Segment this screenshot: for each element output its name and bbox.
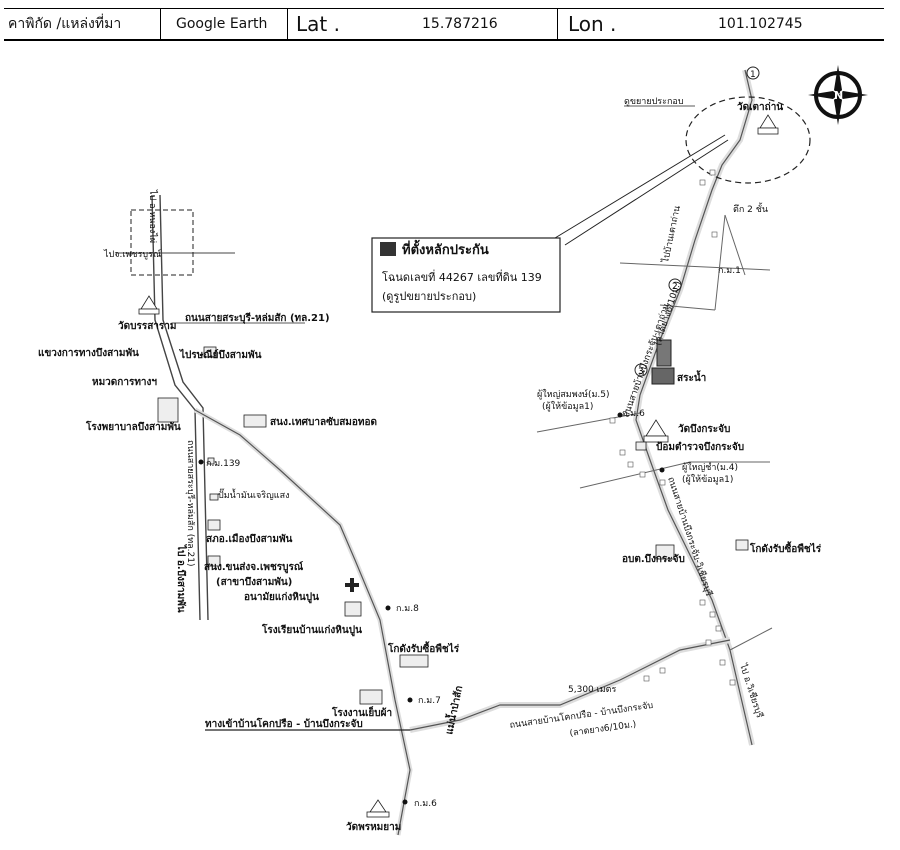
road-to-tao-than-label: ไปบ้านเตาถ่าน [660,205,683,265]
highway-21 [116,194,235,621]
legend-box: ที่ตั้งหลักประกัน โฉนดเลขที่ 44267 เลขที… [371,237,561,313]
building-icon [157,346,749,705]
coord-source-label: คาพิกัด /แหล่งที่มา [8,16,122,32]
lon-value: 101.102745 [718,16,803,32]
compass-north-icon: N [808,65,868,125]
temple-icon [757,114,779,135]
sewing-factory-label: โรงงานเย็บผ้า [331,705,392,719]
pasak-river-label: แม่น้ำป่าสัก [441,684,465,735]
highway-21-label: ถนนสายสระบุรี-หล่มสัก (ทล.21) [185,312,330,324]
lat-label: Lat . [296,12,340,36]
road-khok-preuo-width: (ลาดยาง6/10ม.) [569,720,637,739]
temple-icon [643,419,669,443]
distance-label: 5,300 เมตร [568,685,616,695]
to-nong-phai-label: ไป อ.หนองไผ่ [147,189,158,243]
transport-branch-label: (สาขาบึงสามพัน) [216,576,292,588]
coord-source-value: Google Earth [176,16,268,32]
see-expanded-label: ดูขยายประกอบ [624,97,684,107]
hospital-label: โรงพยาบาลบึงสามพัน [85,420,181,433]
header-divider [160,9,161,39]
informant-label-1: (ผู้ให้ข้อมูล1) [542,401,593,412]
km6-right-label: ก.ม.6 [622,409,645,419]
legend-pointer [554,134,729,246]
pin-3-label: 3 [638,367,644,377]
village-head-moo5-label: ผู้ใหญ่สมพงษ์(ม.5) [537,388,610,400]
school-label: โรงเรียนบ้านแก่งหินปูน [261,623,362,637]
to-bueng-sam-phan-label: ไป อ.บึงสามพัน [175,544,188,613]
gas-station-label: ปั๊มน้ำมันเจริญแสง [218,488,289,501]
crop-warehouse-mid-label: โกดังรับซื้อพืชไร่ [387,641,460,655]
temple-icon [138,295,160,315]
legend-title: ที่ตั้งหลักประกัน [402,239,489,258]
road-hwy-to-south [193,407,413,836]
km1-label: ก.ม.1 [718,266,741,276]
pond-area [651,367,675,385]
compass-n-label: N [834,89,843,102]
location-map: 1 2 3 N ที่ตั้งหลักประกัน โฉนดเลขที่ 442… [38,65,868,836]
police-post-label: ป้อมตำรวจบึงกระจับ [656,441,744,453]
side-roads [536,214,773,651]
wat-tao-than-label: วัดเตาถ่าน [737,101,783,113]
header-divider [557,9,558,39]
pin-2-label: 2 [672,282,678,292]
transport-office-label: สนง.ขนส่งจ.เพชรบูรณ์ [204,561,304,574]
km-dots [198,412,665,805]
header-divider [287,9,288,39]
pond-label: สระน้ำ [677,370,706,384]
obt-label: อบต.บึงกระจับ [622,553,685,565]
km8-label: ก.ม.8 [396,604,419,614]
collateral-parcel [656,339,672,367]
crop-warehouse-right-label: โกดังรับซื้อพืชไร่ [749,541,822,555]
road-khok-preuo [205,637,731,733]
road-tao-than [632,69,756,746]
hospital-cross-icon [345,578,359,592]
health-center-label: อนามัยแก่งหินปูน [244,591,319,604]
wat-phrom-label: วัดพรหมยาม [346,821,401,833]
informant-label-2: (ผู้ให้ข้อมูล1) [682,474,733,485]
post-office-label: ไปรษณีย์บึงสามพัน [179,348,262,361]
lat-value: 15.787216 [422,16,498,32]
lon-label: Lon . [568,12,617,36]
police-station-label: สภอ.เมืองบึงสามพัน [206,533,293,545]
village-head-moo4-label: ผู้ใหญ่ชำ(ม.4) [682,462,738,473]
coordinate-header: คาพิกัด /แหล่งที่มา Google Earth Lat . 1… [4,8,884,41]
pin-1-label: 1 [750,70,756,80]
collateral-swatch-icon [380,242,396,256]
temple-icon [366,799,390,818]
legend-deed: โฉนดเลขที่ 44267 เลขที่ดิน 139 [382,269,542,284]
two-storey-building-label: ตึก 2 ชั้น [733,202,768,215]
wat-bueng-krachap-label: วัดบึงกระจับ [678,423,730,435]
highway-21-vertical-label: ถนนสายสระบุรี-หล่มสัก (ทล.21) [185,440,196,567]
legend-note: (ดูรูปขยายประกอบ) [382,290,476,303]
expanded-area-circle [685,96,811,184]
highway-unit-label: หมวดการทางฯ [92,377,157,388]
pin-3-marker: 3 [634,363,648,377]
highway-office-label: แขวงการทางบึงสามพัน [38,347,139,359]
pin-1-marker: 1 [746,66,760,80]
road-wichian-label: ถนนสายบ้านบึงกระจับ-วิเชียรบุรี [665,476,714,598]
wat-bun-samran-label: วัดบรรสาราม [118,320,177,332]
pin-2-marker: 2 [668,278,682,292]
to-phetchabun-label: ไปจ.เพชรบูรณ์ [103,248,161,260]
entry-road-label: ทางเข้าบ้านโคกปรือ - บ้านบึงกระจับ [205,717,363,730]
km6-bottom-label: ก.ม.6 [414,799,437,809]
km7-label: ก.ม.7 [418,696,441,706]
municipal-office-label: สนง.เทศบาลซับสมอทอด [270,416,377,428]
house-markers [609,169,736,686]
km139-label: ก.ม.139 [206,459,241,469]
